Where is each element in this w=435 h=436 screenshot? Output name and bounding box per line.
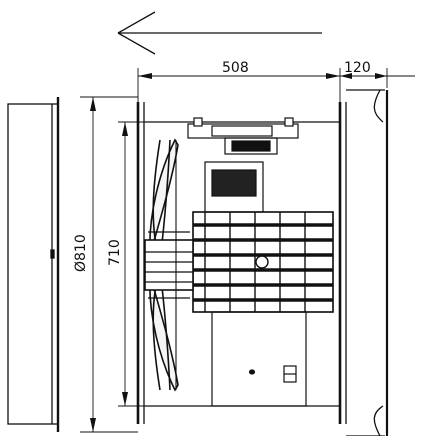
inlet-ring [346, 89, 389, 436]
side-view-housing [7, 97, 60, 432]
dimension-120: 120 [344, 60, 371, 76]
lower-motor-housing [211, 311, 307, 407]
fan-impeller-icon [144, 138, 194, 392]
dimension-710: 710 [107, 239, 123, 266]
dimension-508: 508 [222, 60, 249, 76]
motor-terminal-box [204, 161, 264, 213]
housing-frame [136, 102, 347, 424]
airflow-arrow-icon [117, 11, 322, 55]
top-dimension [137, 68, 415, 102]
top-bracket [187, 117, 299, 155]
diameter-dimension [80, 96, 138, 433]
motor-body [186, 211, 334, 313]
height-dimension [118, 121, 145, 407]
dimension-diameter-810: Ø810 [73, 234, 89, 272]
